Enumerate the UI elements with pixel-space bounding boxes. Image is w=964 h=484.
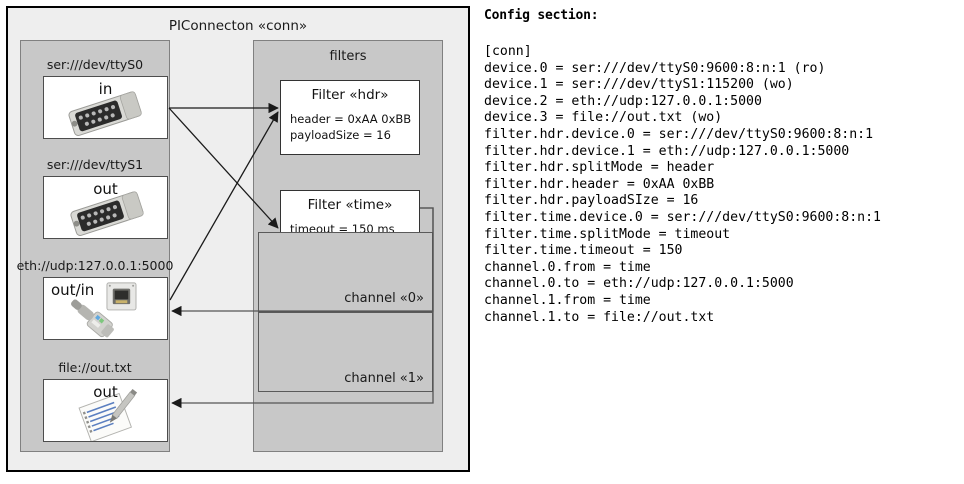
serial-port-icon bbox=[70, 191, 144, 237]
device-label-ttys0: ser:///dev/ttyS0 bbox=[46, 57, 144, 72]
filters-group-title: filters bbox=[329, 49, 367, 64]
wire-eth-to-hdr bbox=[169, 111, 279, 301]
filter-title-hdr: Filter «hdr» bbox=[311, 87, 389, 103]
wire-ttys0-to-time bbox=[168, 107, 279, 229]
channel-label-1: channel «1» bbox=[344, 371, 424, 386]
wire-channel0-to-eth bbox=[171, 207, 434, 317]
config-heading: Config section: bbox=[484, 8, 599, 23]
filter-props-hdr: header = 0xAA 0xBB payloadSize = 16 bbox=[290, 112, 412, 142]
device-label-eth: eth://udp:127.0.0.1:5000 bbox=[16, 258, 174, 273]
config-panel: Config section: [conn] device.0 = ser://… bbox=[482, 0, 964, 484]
ethernet-jack-icon bbox=[71, 282, 137, 338]
serial-port-icon bbox=[68, 91, 142, 137]
device-label-file: file://out.txt bbox=[58, 360, 132, 375]
config-text: [conn] device.0 = ser:///dev/ttyS0:9600:… bbox=[484, 44, 881, 325]
device-node-ttys0[interactable]: in bbox=[43, 76, 168, 139]
channel-label-0: channel «0» bbox=[344, 291, 424, 306]
text-document-icon bbox=[78, 388, 138, 441]
channel-box-1[interactable]: channel «1» bbox=[258, 312, 433, 392]
diagram-title: PIConnecton «conn» bbox=[168, 18, 308, 34]
filter-node-hdr[interactable]: Filter «hdr» header = 0xAA 0xBB payloadS… bbox=[280, 80, 420, 155]
wire-channel1-to-file bbox=[171, 207, 434, 409]
connector-layer bbox=[168, 102, 434, 409]
device-label-ttys1: ser:///dev/ttyS1 bbox=[46, 157, 144, 172]
filter-title-time: Filter «time» bbox=[307, 197, 393, 213]
